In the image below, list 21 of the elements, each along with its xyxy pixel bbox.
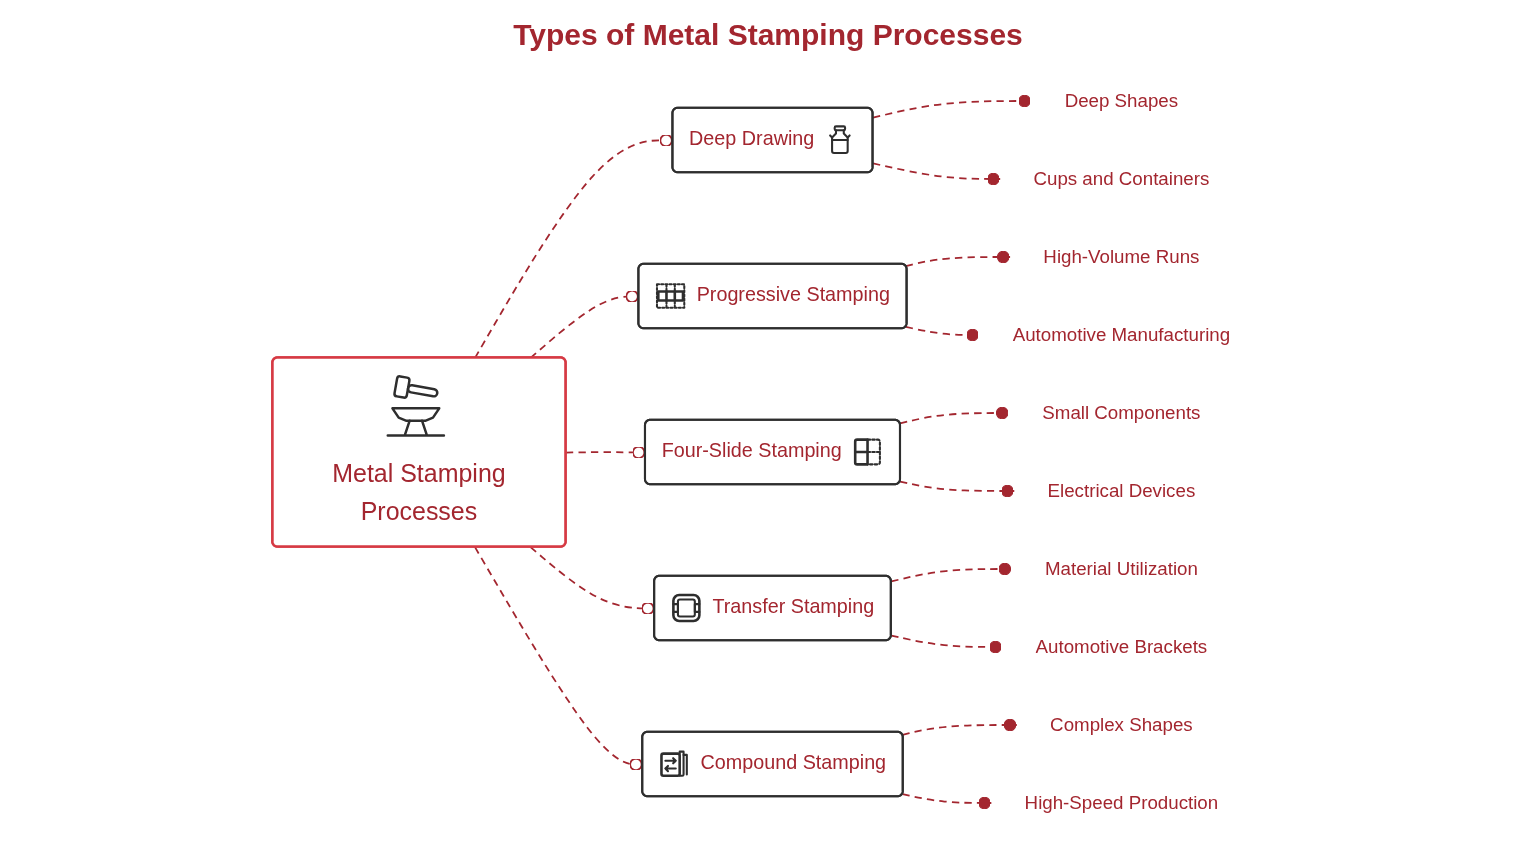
node-text: Deep Shapes xyxy=(1064,90,1179,111)
connector xyxy=(905,326,981,342)
node-text: Material Utilization xyxy=(1045,558,1198,579)
diagram-title: Types of Metal Stamping Processes xyxy=(513,18,1023,51)
connector xyxy=(890,634,1004,654)
connector xyxy=(890,562,1013,583)
node-text: High-Speed Production xyxy=(1024,792,1219,813)
connector xyxy=(899,406,1011,425)
node-text: Small Components xyxy=(1042,402,1201,423)
node-text: Cups and Containers xyxy=(1033,168,1210,189)
connector xyxy=(872,162,1002,186)
connector xyxy=(872,94,1033,119)
node-text: Complex Shapes xyxy=(1050,714,1193,735)
connector xyxy=(905,250,1012,267)
connector xyxy=(901,793,993,810)
node-text: High-Volume Runs xyxy=(1043,246,1200,267)
connector xyxy=(901,718,1018,736)
node-text: Automotive Manufacturing xyxy=(1012,324,1231,345)
node-text: Electrical Devices xyxy=(1047,480,1196,501)
connector xyxy=(899,480,1016,498)
node-text: Automotive Brackets xyxy=(1035,636,1208,657)
